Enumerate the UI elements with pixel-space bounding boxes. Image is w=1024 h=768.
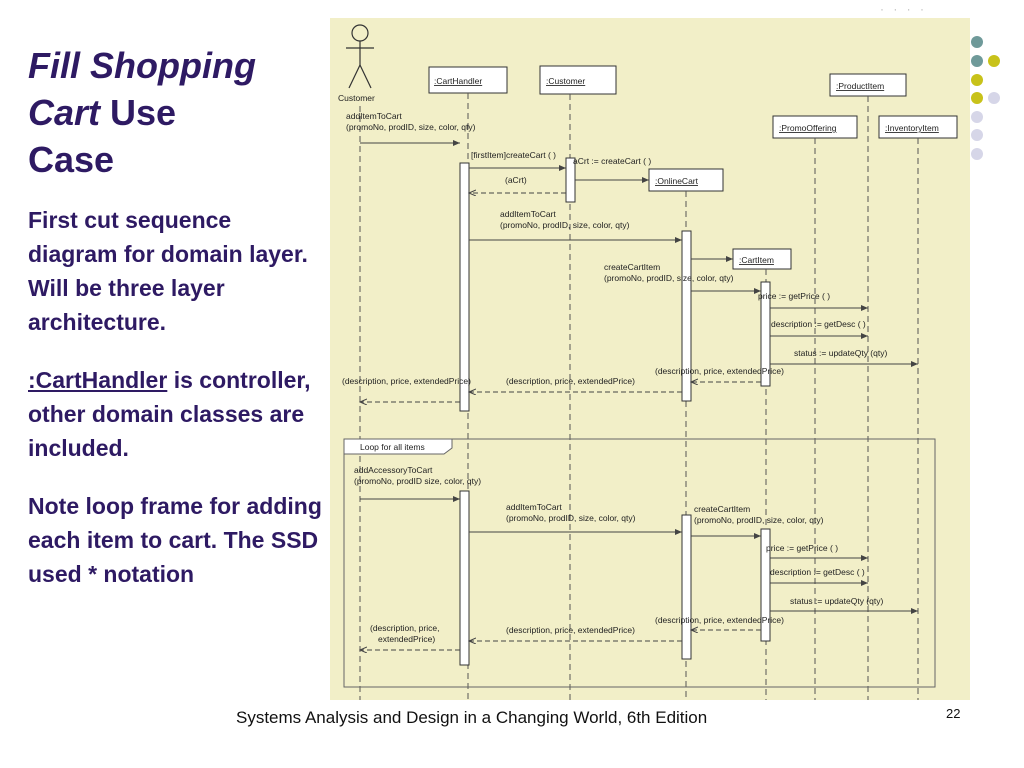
paragraph-1: First cut sequence diagram for domain la… [28, 207, 308, 335]
participant-promooffering-label: :PromoOffering [779, 123, 837, 133]
msg-args-1: (promoNo, prodID, size, color, qty) [346, 122, 476, 132]
cart-handler-link[interactable]: :CartHandler [28, 367, 168, 393]
corner-decoration: · · · · [880, 2, 927, 16]
slide-title: Fill Shopping Cart Use Case [28, 42, 326, 183]
participant-inventoryitem-label: :InventoryItem [885, 123, 939, 133]
participant-carthandler: :CartHandler [428, 66, 508, 94]
participant-promooffering: :PromoOffering [772, 115, 858, 139]
msg-args-5: (promoNo, prodID, size, color, qty) [506, 513, 636, 523]
msg-return-handler-2b: extendedPrice) [378, 634, 435, 644]
msg-return-cartitem-2: (description, price, extendedPrice) [655, 615, 784, 625]
msg-acrt-return: (aCrt) [505, 175, 527, 185]
paragraph-2: :CartHandler is controller, other domain… [28, 363, 326, 465]
msg-additemtocart-3: addItemToCart [506, 502, 562, 512]
loop-frame: Loop for all items [343, 438, 936, 688]
msg-acrt-createcart: aCrt := createCart ( ) [573, 156, 651, 166]
msg-return-onlinecart-2: (description, price, extendedPrice) [506, 625, 635, 635]
footer-text: Systems Analysis and Design in a Changin… [236, 708, 708, 727]
actor-label: Customer [338, 93, 375, 103]
msg-additemtocart-2: addItemToCart [500, 209, 556, 219]
msg-return-handler-1: (description, price, extendedPrice) [342, 376, 471, 386]
title-italic-1: Fill Shopping [28, 45, 256, 86]
decorative-dots [971, 36, 1000, 160]
msg-args-4: (promoNo, prodID size, color, qty) [354, 476, 481, 486]
paragraph-2-rest: is controller, other domain classes are … [28, 367, 311, 461]
participant-inventoryitem: :InventoryItem [878, 115, 958, 139]
lifelines [359, 93, 919, 700]
participant-productitem: :ProductItem [829, 73, 907, 97]
msg-createcartitem-2: createCartItem [694, 504, 750, 514]
paragraph-3: Note loop frame for adding each item to … [28, 493, 322, 587]
sequence-diagram-svg: Customer :CartHandler :Customer :Product… [338, 24, 958, 700]
msg-return-cartitem-1: (description, price, extendedPrice) [655, 366, 784, 376]
participant-customer-label: :Customer [546, 76, 585, 86]
msg-addaccessory: addAccessoryToCart [354, 465, 433, 475]
participant-cartitem: :CartItem [732, 248, 792, 270]
msg-updateqty-1: status := updateQty (qty) [794, 348, 887, 358]
msg-getdesc-1: description := getDesc ( ) [771, 319, 866, 329]
msg-getprice-2: price := getPrice ( ) [766, 543, 838, 553]
participant-productitem-label: :ProductItem [836, 81, 884, 91]
loop-label: Loop for all items [360, 442, 425, 452]
msg-args-3: (promoNo, prodID, size, color, qty) [604, 273, 734, 283]
msg-updateqty-2: status := updateQty (qty) [790, 596, 883, 606]
title-italic-2: Cart [28, 92, 101, 133]
msg-args-6: (promoNo, prodID, size, color, qty) [694, 515, 824, 525]
participant-onlinecart-label: :OnlineCart [655, 176, 699, 186]
participant-carthandler-label: :CartHandler [434, 76, 482, 86]
msg-getprice-1: price := getPrice ( ) [758, 291, 830, 301]
participant-onlinecart: :OnlineCart [648, 168, 724, 192]
msg-createcart-guard: [firstItem]createCart ( ) [471, 150, 556, 160]
msg-createcartitem-1: createCartItem [604, 262, 660, 272]
slide-text: Fill Shopping Cart Use Case First cut se… [28, 42, 326, 591]
activation-bars [459, 157, 771, 666]
customer-actor-icon [346, 24, 374, 89]
participant-customer: :Customer [539, 65, 617, 95]
page-number: 22 [946, 706, 961, 721]
msg-additemtocart-1: addItemToCart [346, 111, 402, 121]
sequence-diagram: Customer :CartHandler :Customer :Product… [330, 18, 970, 700]
participant-cartitem-label: :CartItem [739, 255, 774, 265]
title-rest-1: Use [100, 92, 177, 133]
msg-getdesc-2: description := getDesc ( ) [770, 567, 865, 577]
msg-args-2: (promoNo, prodID, size, color, qty) [500, 220, 630, 230]
title-rest-2: Case [28, 139, 115, 180]
msg-return-onlinecart-1: (description, price, extendedPrice) [506, 376, 635, 386]
msg-return-handler-2a: (description, price, [370, 623, 439, 633]
